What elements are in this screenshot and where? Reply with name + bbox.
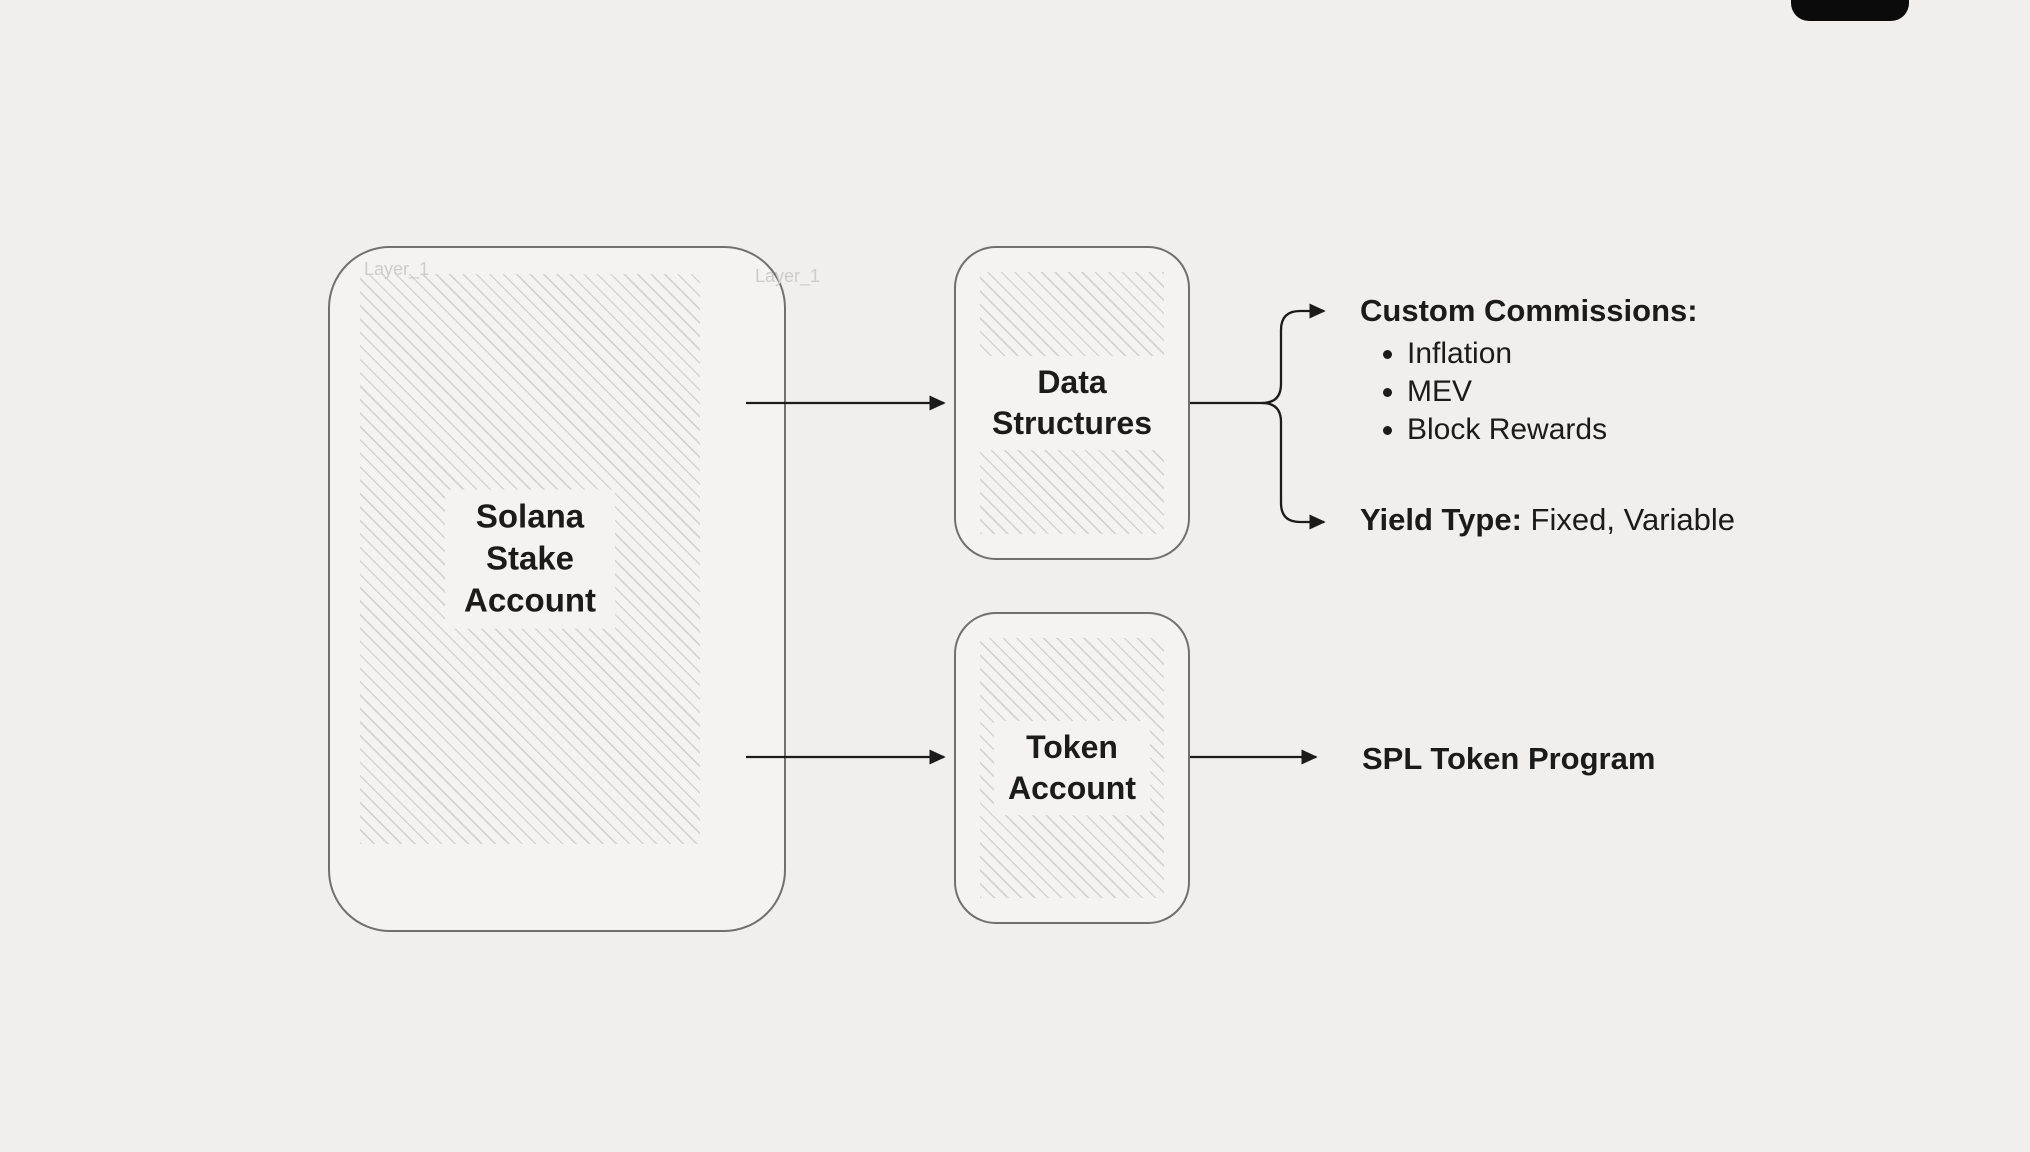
- custom-commissions-annotation: Custom Commissions: Inflation MEV Block …: [1360, 291, 1698, 449]
- arrow-to-custom-commissions: [1261, 303, 1326, 405]
- solana-stake-account-label: Solana Stake Account: [445, 489, 615, 629]
- list-item: Block Rewards: [1407, 411, 1698, 449]
- cutoff-dark-corner-shape: [1791, 0, 1909, 21]
- hatch-pattern: Solana Stake Account: [360, 274, 700, 844]
- hatch-pattern: Token Account: [980, 638, 1164, 898]
- yield-type-label: Yield Type:: [1360, 502, 1522, 537]
- list-item: MEV: [1407, 373, 1698, 411]
- arrow-to-yield-type: [1261, 401, 1326, 530]
- layer-name-text: Layer_1: [755, 266, 821, 286]
- token-account-label: Token Account: [994, 721, 1150, 815]
- yield-type-value: Fixed, Variable: [1530, 502, 1736, 537]
- custom-commissions-list: Inflation MEV Block Rewards: [1360, 335, 1698, 449]
- data-structures-label: Data Structures: [977, 356, 1167, 450]
- data-structures-box: Data Structures: [954, 246, 1190, 560]
- yield-type-annotation: Yield Type: Fixed, Variable: [1360, 502, 1735, 538]
- list-item: Inflation: [1407, 335, 1698, 373]
- hatch-pattern: Data Structures: [977, 272, 1167, 534]
- solana-stake-account-box: Solana Stake Account Layer_1: [328, 246, 786, 932]
- layer-name-text: Layer_1: [364, 259, 430, 279]
- token-account-box: Token Account: [954, 612, 1190, 924]
- spl-token-program-label: SPL Token Program: [1362, 741, 1656, 776]
- custom-commissions-title: Custom Commissions:: [1360, 293, 1698, 328]
